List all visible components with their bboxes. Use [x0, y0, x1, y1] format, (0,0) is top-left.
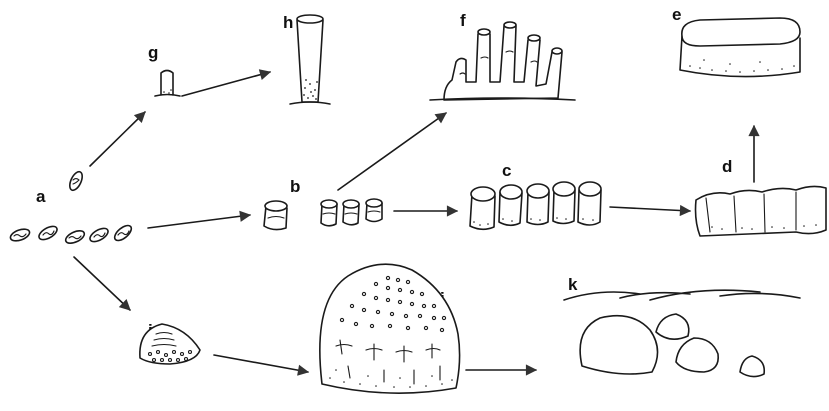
stage-i-mound — [140, 324, 200, 364]
stage-h-column — [290, 15, 330, 104]
arrow-c-to-d — [610, 207, 690, 211]
stage-e-flat-block — [680, 18, 800, 77]
stage-g-stub — [155, 71, 180, 97]
stage-c-cylinders — [470, 182, 601, 229]
arrow-a-to-g — [90, 112, 145, 166]
arrow-g-to-h — [182, 72, 270, 96]
stage-d-fused-block — [696, 186, 827, 236]
stage-f-branching — [430, 22, 575, 100]
arrow-a-to-i — [74, 257, 130, 310]
stage-a-cells — [9, 170, 134, 246]
stage-j-dome — [320, 264, 460, 393]
arrow-a-to-b — [148, 215, 250, 228]
arrow-b-to-f — [338, 113, 446, 190]
stage-b-cylinders — [264, 199, 382, 230]
stage-k-boulders — [564, 290, 800, 376]
arrow-i-to-j — [214, 355, 308, 372]
